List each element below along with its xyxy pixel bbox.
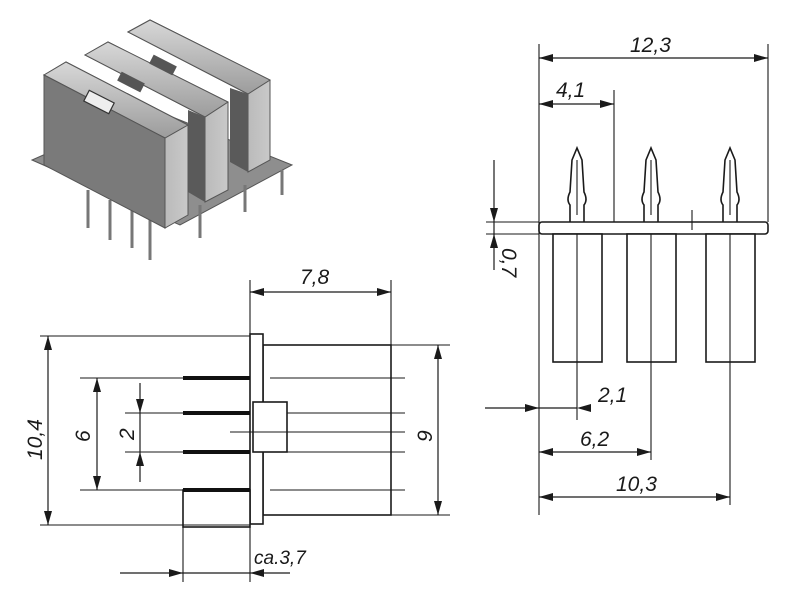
- dim-height-left-label: 10,4: [24, 419, 47, 460]
- dim-width-top-label: 7,8: [300, 266, 330, 289]
- side-view: [40, 280, 450, 582]
- dim-total-width-label: 12,3: [630, 34, 671, 57]
- dim-pin1-label: 2,1: [597, 384, 627, 407]
- component-photo-icon: [30, 19, 294, 260]
- dim-inner-left-label: 6: [72, 430, 95, 442]
- dim-height-right-label: 9: [414, 430, 437, 442]
- front-view: [485, 44, 769, 515]
- dim-pitch-left-label: 2: [116, 428, 139, 441]
- dim-pin-length-label: ca.3,7: [254, 548, 307, 569]
- dim-first-offset-label: 4,1: [556, 79, 585, 102]
- dim-pin3-label: 10,3: [616, 473, 657, 496]
- dim-plate-label: 0,7: [497, 248, 520, 279]
- dim-pin2-label: 6,2: [580, 428, 610, 451]
